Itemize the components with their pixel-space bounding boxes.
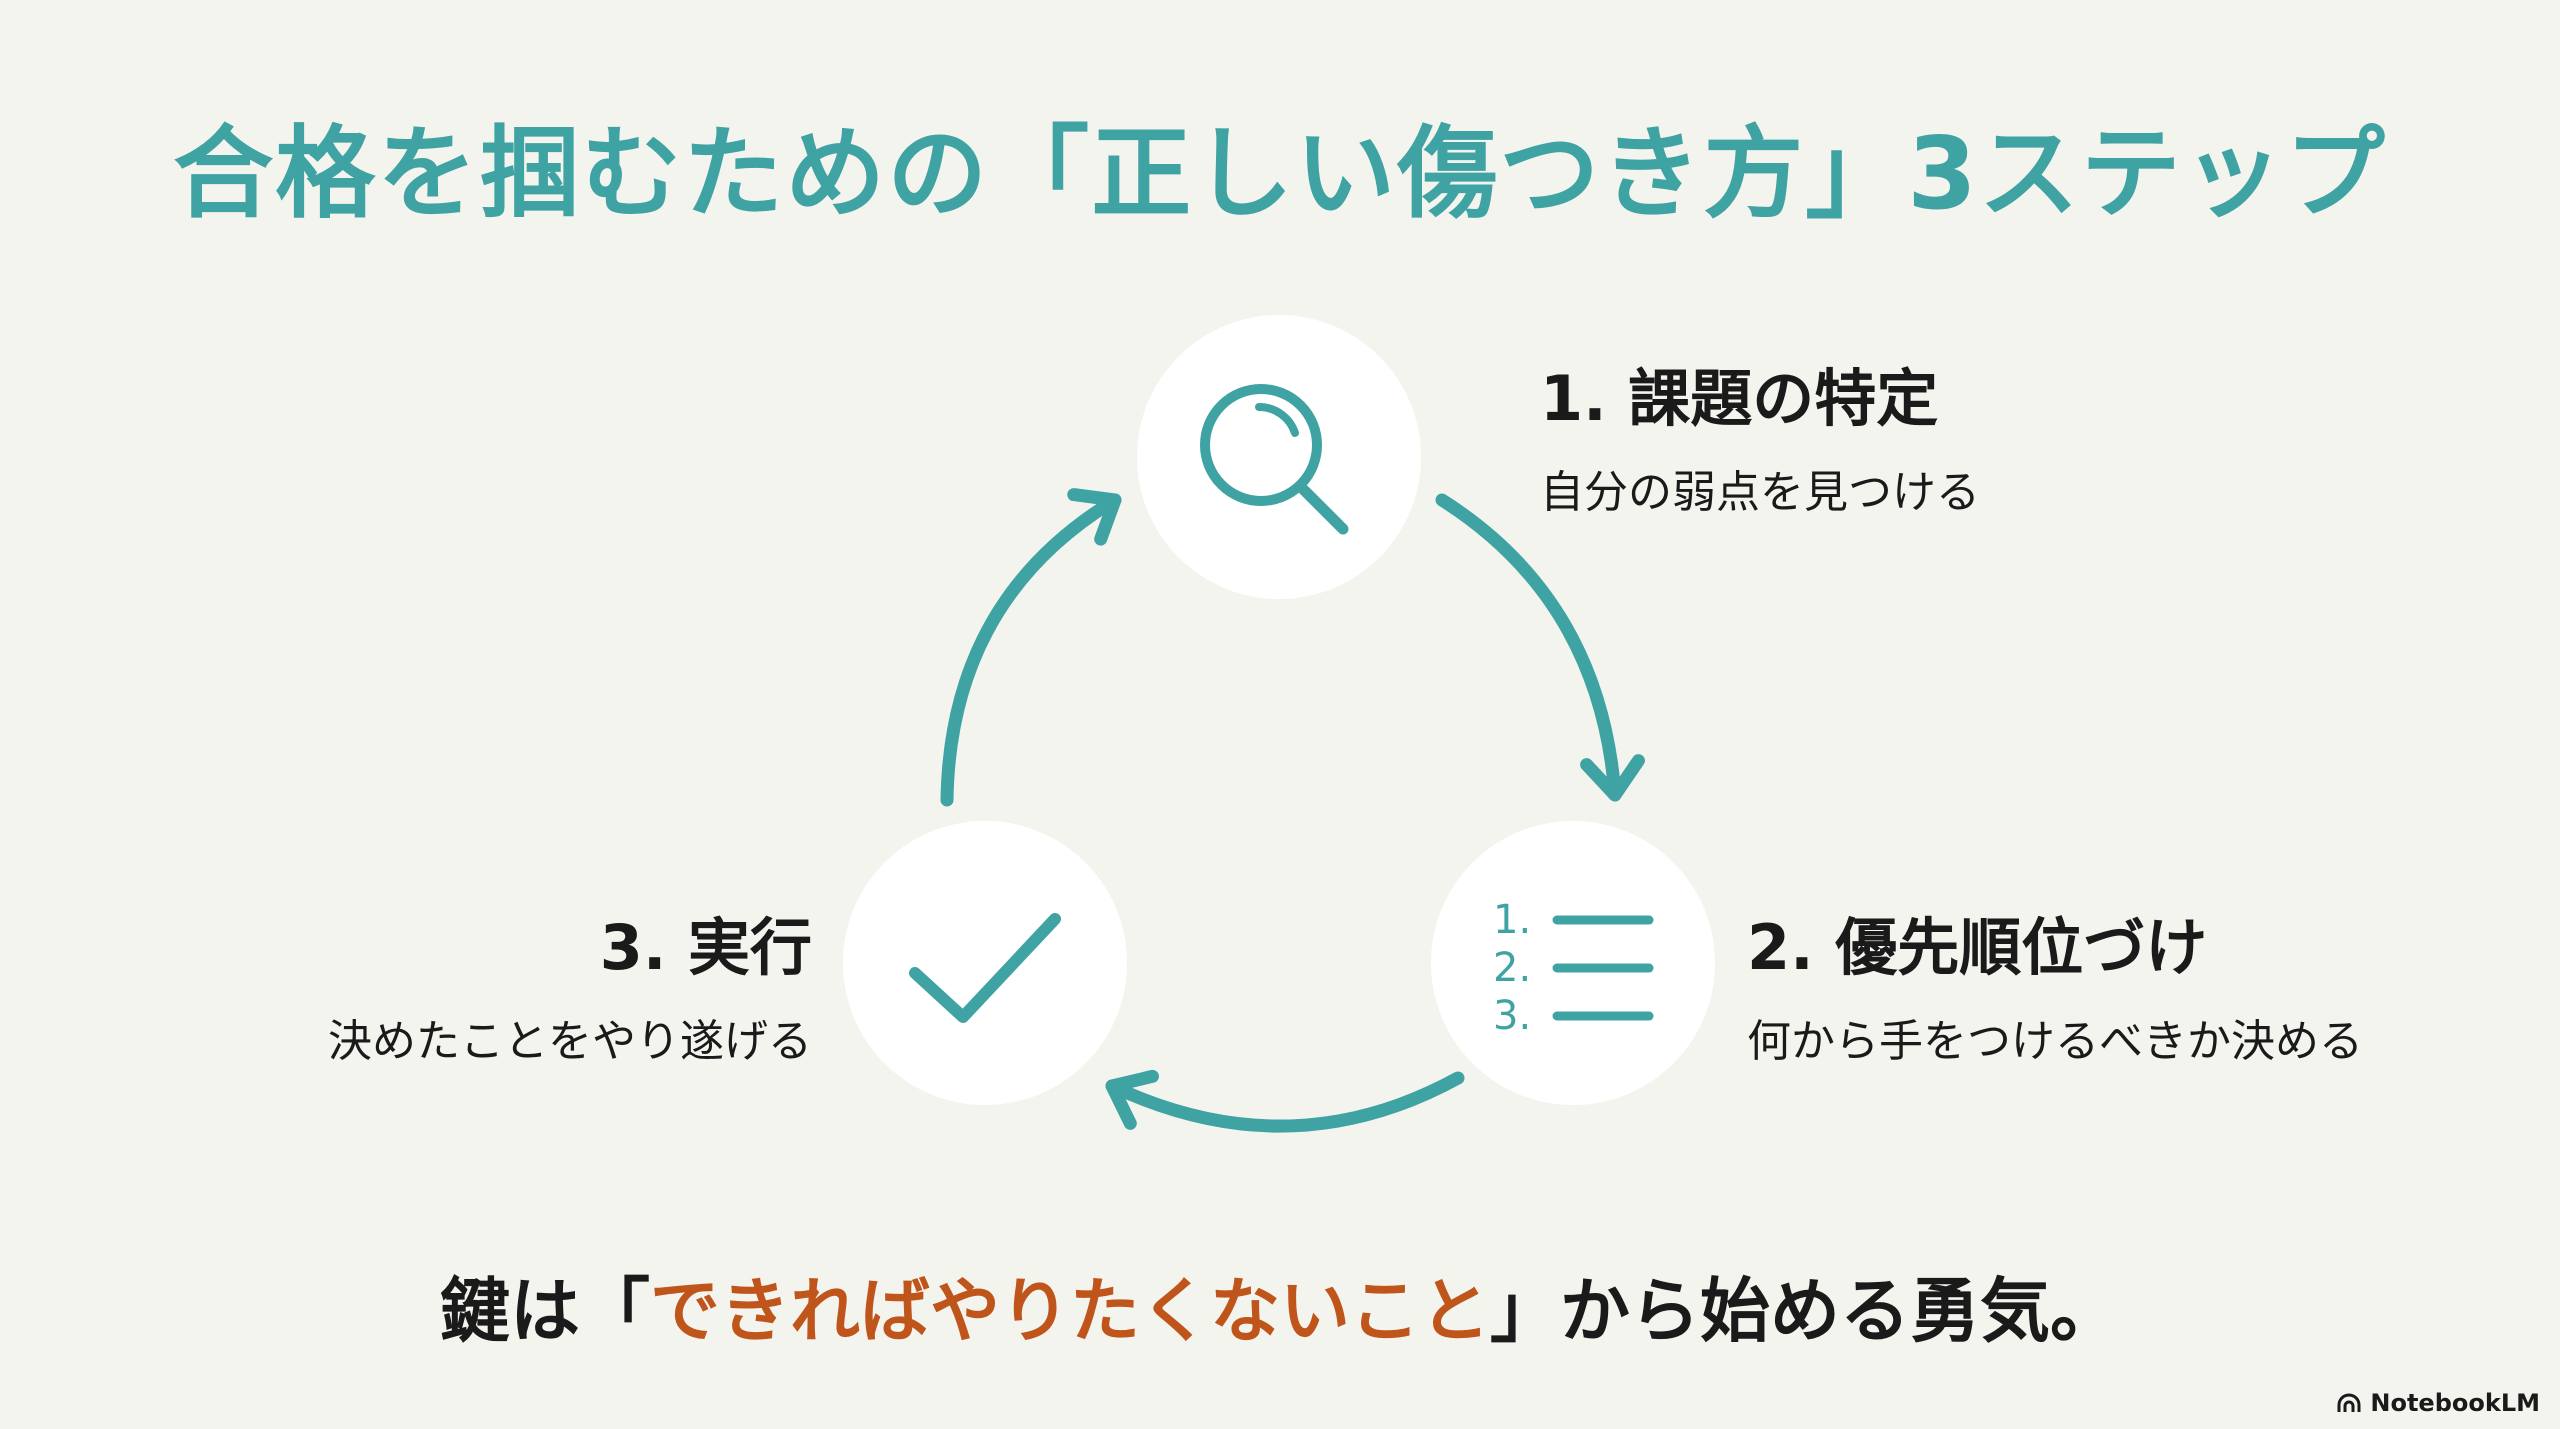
step2-heading: 2. 優先順位づけ: [1747, 911, 2208, 984]
brand-name: NotebookLM: [2370, 1389, 2540, 1417]
key-message-suffix: 」から始める勇気。: [1490, 1270, 2120, 1352]
step2-subtitle: 何から手をつけるべきか決める: [1747, 1016, 2363, 1067]
step2-text: 2. 優先順位づけ 何から手をつけるべきか決める: [1747, 897, 2363, 1069]
step1-subtitle: 自分の弱点を見つける: [1540, 467, 1980, 518]
key-message-emphasis: できればやりたくないこと: [650, 1270, 1490, 1352]
step2-icon-circle: 1. 2. 3.: [1431, 821, 1715, 1105]
step1-text: 1. 課題の特定 自分の弱点を見つける: [1540, 348, 1980, 520]
key-message-prefix: 鍵は「: [440, 1270, 650, 1352]
step3-icon-circle: [843, 821, 1127, 1105]
numbered-list-icon: 1. 2. 3.: [1493, 897, 1654, 1039]
notebooklm-logo-icon: [2337, 1393, 2361, 1412]
step3-text: 3. 実行 決めたことをやり遂げる: [328, 897, 812, 1069]
arrow-step3-to-step1: [940, 488, 1122, 807]
step1-heading: 1. 課題の特定: [1540, 362, 1939, 435]
arrow-step2-to-step3: [1105, 1069, 1465, 1133]
list-number: 2.: [1493, 945, 1531, 991]
step3-subtitle: 決めたことをやり遂げる: [328, 1016, 812, 1067]
step3-heading: 3. 実行: [599, 911, 812, 984]
magnifier-icon: [1200, 384, 1349, 535]
list-number: 1.: [1493, 897, 1531, 943]
page-title: 合格を掴むための「正しい傷つき方」3ステップ: [173, 115, 2387, 232]
step1-icon-circle: [1137, 315, 1421, 599]
arrow-step1-to-step2: [1435, 493, 1645, 802]
key-message: 鍵は「できればやりたくないこと」から始める勇気。: [0, 1255, 2560, 1356]
check-icon: [909, 913, 1061, 1023]
list-number: 3.: [1493, 993, 1531, 1039]
brand-watermark: NotebookLM: [2336, 1389, 2540, 1417]
